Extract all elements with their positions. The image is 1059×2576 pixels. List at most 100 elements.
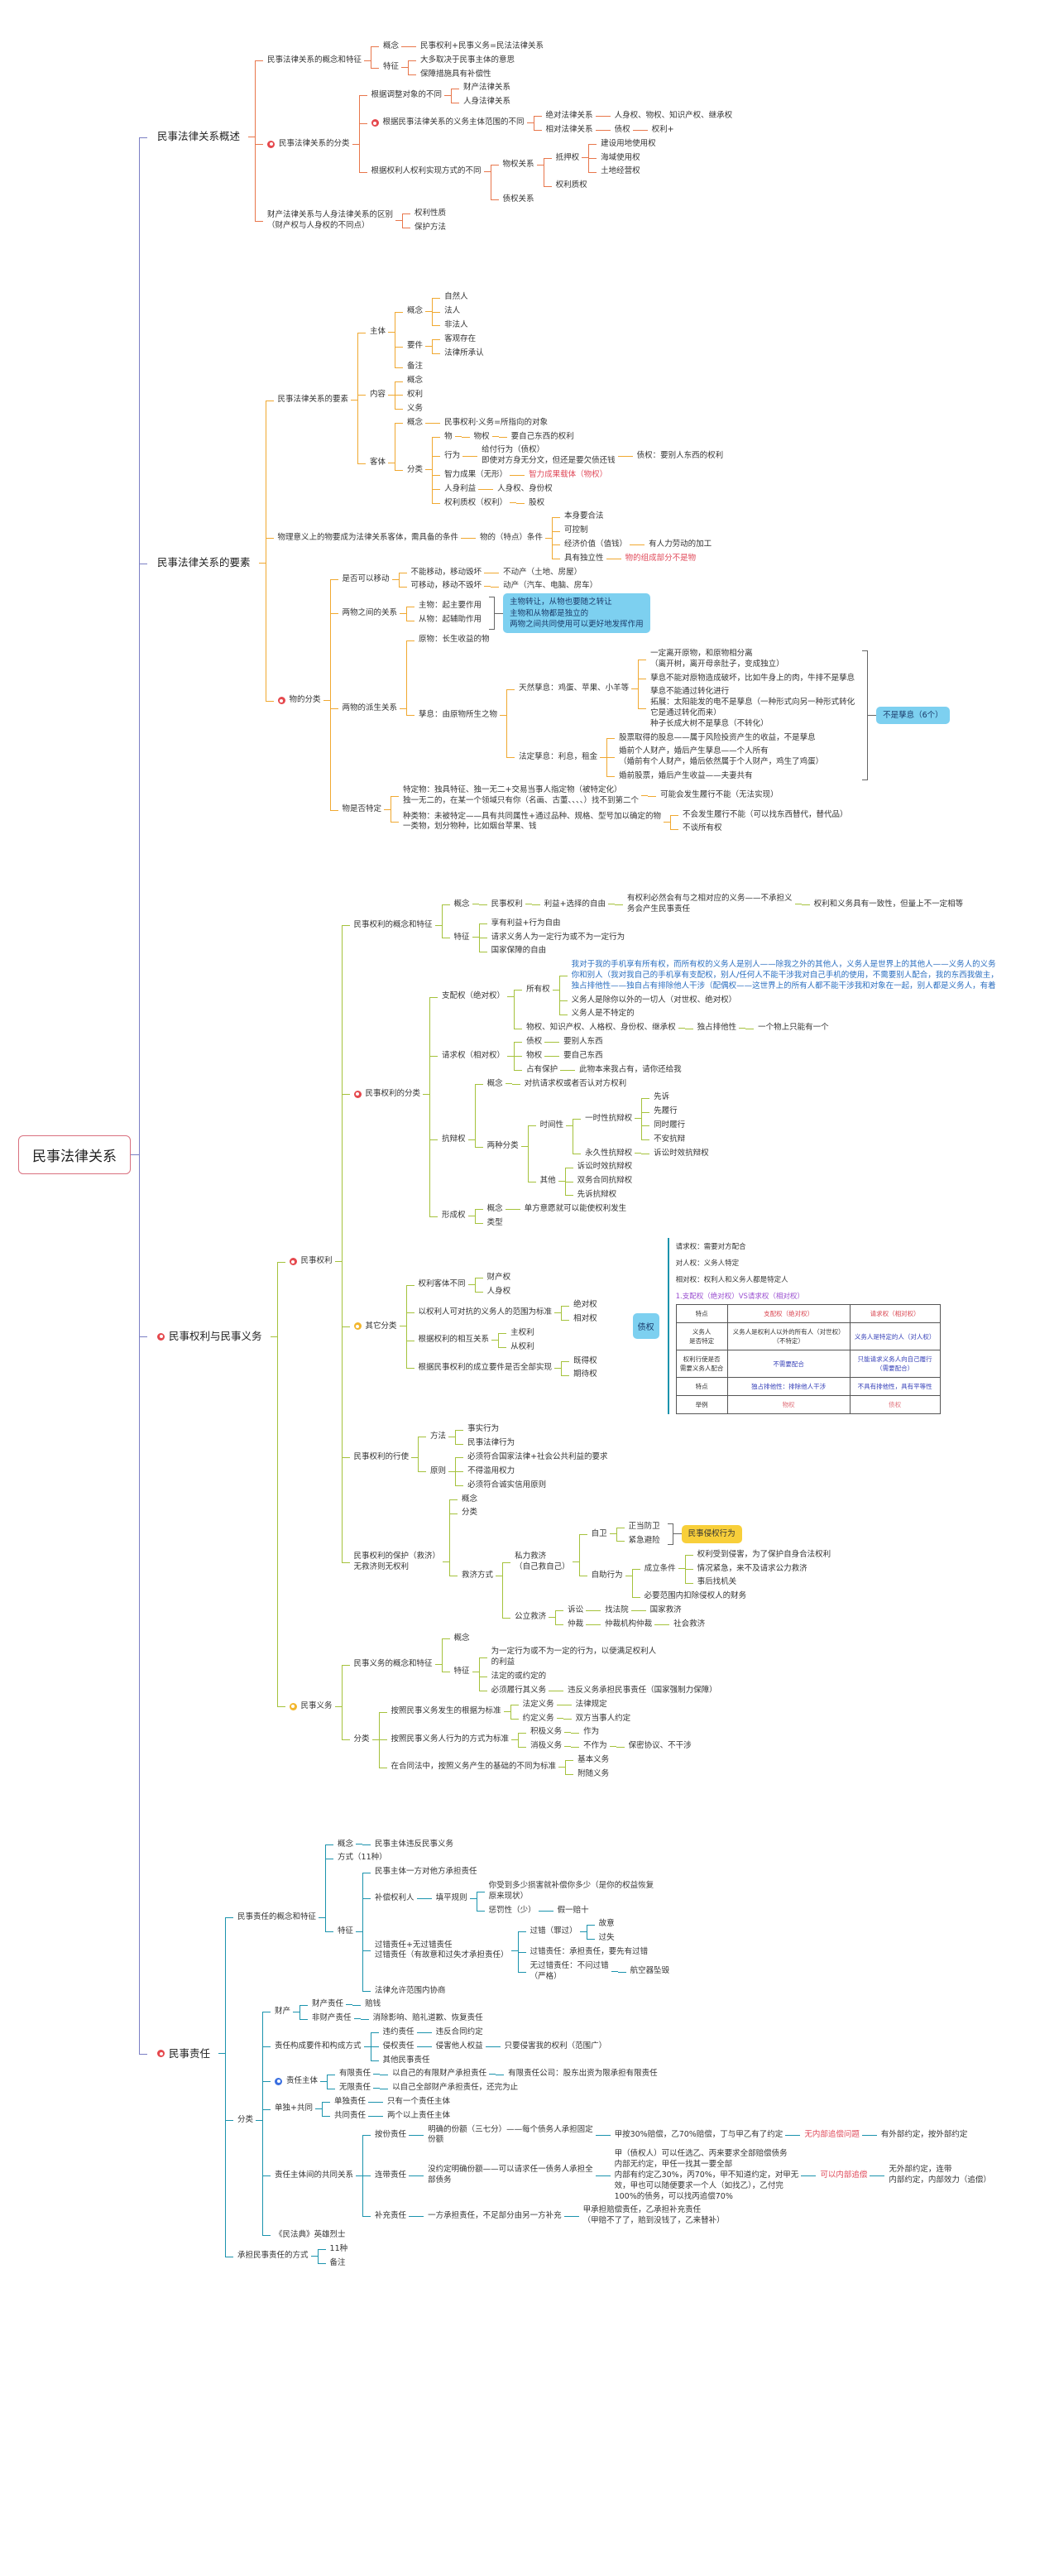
mindmap-node-label[interactable]: 单独+共同 [272, 2102, 315, 2116]
mindmap-node-label[interactable]: 债权：要别人东西的权利 [635, 449, 726, 463]
mindmap-node-label[interactable]: 过错责任：承担责任，要先有过错 [528, 1945, 651, 1960]
mindmap-node-label[interactable]: 不动产（土地、房屋） [501, 566, 584, 580]
mindmap-node-label[interactable]: 诉讼时效抗辩权 [575, 1160, 635, 1174]
mindmap-node-label[interactable]: 法律允许范围内协商 [372, 1984, 448, 1998]
mindmap-node-label[interactable]: 人身利益 [442, 482, 478, 496]
mindmap-node-label[interactable]: 特征 [452, 1665, 472, 1679]
mindmap-node-label[interactable]: 双方当事人约定 [573, 1712, 634, 1726]
mindmap-node-label[interactable]: 有限责任公司：股东出资为限承担有限责任 [506, 2067, 660, 2081]
mindmap-node-label[interactable]: 形成权 [439, 1209, 468, 1223]
mindmap-node-label[interactable]: 必要范围内扣除侵权人的财务 [642, 1590, 750, 1604]
mindmap-node-label[interactable]: 类型 [485, 1216, 506, 1230]
mindmap-node-label[interactable]: 概念 [485, 1202, 506, 1216]
mindmap-node-label[interactable]: 绝对权 [571, 1298, 600, 1312]
mindmap-node-label[interactable]: 物的组成部分不是物 [623, 552, 699, 566]
mindmap-node-label[interactable]: 物理意义上的物要成为法律关系客体，需具备的条件 [276, 531, 462, 545]
mindmap-node-label[interactable]: 分类 [235, 2113, 256, 2127]
mindmap-node-label[interactable]: 物的分类 [276, 693, 323, 708]
mindmap-node-label[interactable]: 同时履行 [651, 1119, 688, 1133]
mindmap-node-label[interactable]: 不作为 [581, 1739, 610, 1753]
mindmap-node-label[interactable]: 只要侵害我的权利（范围广） [502, 2040, 610, 2054]
mindmap-node-label[interactable]: 假一赔十 [555, 1904, 592, 1918]
mindmap-node-label[interactable]: 财产法律关系与人身法律关系的区别 （财产权与人身权的不同点） [265, 209, 395, 233]
mindmap-node-label[interactable]: 民事责任 [149, 2044, 218, 2065]
mindmap-node-label[interactable]: 一个物上只能有一个 [755, 1021, 831, 1035]
mindmap-node-label[interactable]: 不安抗辩 [651, 1133, 688, 1147]
mindmap-node-label[interactable]: 找法院 [602, 1604, 631, 1618]
mindmap-node-label[interactable]: 建设用地使用权 [598, 137, 659, 151]
mindmap-node-label[interactable]: 备注 [328, 2257, 348, 2271]
mindmap-node-label[interactable]: 救济方式 [459, 1569, 496, 1583]
mindmap-node-label[interactable]: 从物：起辅助作用 [416, 613, 484, 627]
mindmap-node-label[interactable]: 违反合同约定 [434, 2026, 486, 2040]
mindmap-node-label[interactable]: 法定义务 [520, 1698, 557, 1712]
mindmap-node-label[interactable]: 法人 [442, 305, 462, 319]
mindmap-node-label[interactable]: 无限责任 [337, 2081, 373, 2095]
mindmap-node-label[interactable]: 补充责任 [372, 2209, 409, 2223]
mindmap-node-label[interactable]: 积极义务 [528, 1725, 564, 1739]
mindmap-node-label[interactable]: 股权 [526, 496, 547, 511]
mindmap-node-label[interactable]: 按照民事义务人行为的方式为标准 [389, 1733, 512, 1747]
mindmap-node-label[interactable]: 要件 [405, 339, 425, 353]
mindmap-node-label[interactable]: 主权利 [508, 1326, 537, 1341]
mindmap-node-label[interactable]: 有人力劳动的加工 [646, 538, 714, 552]
mindmap-node-label[interactable]: 明确的份额（三七分）——每个债务人承担固定 份额 [425, 2123, 596, 2148]
mindmap-node-label[interactable]: 物的（特点）条件 [477, 531, 545, 545]
mindmap-node-label[interactable]: 期待权 [571, 1368, 600, 1382]
mindmap-node-label[interactable]: 民事权利+民事义务=民法法律关系 [418, 40, 546, 54]
mindmap-node-label[interactable]: 法律规定 [573, 1698, 610, 1712]
mindmap-node-label[interactable]: 只有一个责任主体 [385, 2095, 453, 2109]
mindmap-node-label[interactable]: 给付行为（债权） 即使对方身无分文，但还是要欠债还钱 [479, 444, 618, 468]
mindmap-node-label[interactable]: 原物：长生收益的物 [416, 633, 492, 647]
mindmap-node-label[interactable]: 无外部约定，连带 内部约定，内部效力（追偿） [886, 2163, 994, 2188]
mindmap-node-label[interactable]: 民事权利的行使 [352, 1451, 412, 1465]
mindmap-node-label[interactable]: 原则 [428, 1465, 448, 1479]
mindmap-node-label[interactable]: 不能移动，移动毁坏 [409, 566, 485, 580]
mindmap-node-label[interactable]: 民事法律关系的要素 [276, 393, 352, 407]
mindmap-node-label[interactable]: 概念 [335, 1838, 356, 1852]
mindmap-node-label[interactable]: 大多取决于民事主体的意思 [418, 54, 517, 68]
note-title[interactable]: 债权 [632, 1313, 659, 1340]
mindmap-node-label[interactable]: 权利性质 [412, 207, 448, 221]
mindmap-node-label[interactable]: 你受到多少损害就补偿你多少（是你的权益恢复 原来现状） [486, 1879, 657, 1904]
mindmap-node-label[interactable]: 义务人是不特定的 [569, 1007, 637, 1021]
mindmap-node-label[interactable]: 两物的派生关系 [340, 702, 400, 716]
summary-box[interactable]: 民事侵权行为 [681, 1525, 742, 1543]
mindmap-node-label[interactable]: 特征 [335, 1925, 356, 1939]
mindmap-node-label[interactable]: 两种分类 [485, 1139, 521, 1154]
mindmap-node-label[interactable]: 公立救济 [512, 1610, 549, 1624]
mindmap-node-label[interactable]: 主物：起主要作用 [416, 599, 484, 613]
mindmap-node-label[interactable]: 民事权利的分类 [352, 1087, 424, 1101]
mindmap-node-label[interactable]: 保密协议、不干涉 [626, 1739, 694, 1753]
mindmap-node-label[interactable]: 按照民事义务发生的根据为标准 [389, 1705, 504, 1719]
mindmap-node-label[interactable]: 民事法律行为 [465, 1437, 517, 1451]
mindmap-node-label[interactable]: 义务 [405, 402, 425, 416]
mindmap-node-label[interactable]: 国家救济 [648, 1604, 684, 1618]
mindmap-node-label[interactable]: 概念 [381, 40, 401, 54]
mindmap-node-label[interactable]: 可能会发生履行不能（无法实现） [658, 789, 781, 803]
mindmap-node-label[interactable]: 权利+ [649, 123, 677, 137]
mindmap-node-label[interactable]: 概念 [452, 898, 472, 912]
mindmap-node-label[interactable]: 根据民事权利的成立要件是否全部实现 [416, 1361, 555, 1375]
mindmap-node-label[interactable]: 一时性抗辩权 [582, 1112, 635, 1126]
mindmap-node-label[interactable]: 必须符合国家法律+社会公共利益的要求 [465, 1451, 610, 1465]
mindmap-node-label[interactable]: 方法 [428, 1430, 448, 1444]
mindmap-node-label[interactable]: 独占排他性 [695, 1021, 740, 1035]
mindmap-node-label[interactable]: 违反义务承担民事责任（国家强制力保障） [565, 1684, 720, 1698]
mindmap-node-label[interactable]: 无过错责任：不问过错 （严格） [528, 1960, 611, 1984]
mindmap-node-label[interactable]: 本身要合法 [562, 510, 606, 524]
mindmap-node-label[interactable]: 诉讼时效抗辩权 [651, 1147, 712, 1161]
mindmap-node-label[interactable]: 甲承担赔偿责任，乙承担补充责任 （甲赔不了了，赔到没钱了，乙来替补） [581, 2204, 727, 2228]
summary-box[interactable]: 不是孳息（6个） [876, 706, 950, 725]
mindmap-node-label[interactable]: 先诉抗辩权 [575, 1188, 620, 1202]
mindmap-node-label[interactable]: 侵权责任 [381, 2040, 417, 2054]
mindmap-node-label[interactable]: 相对权 [571, 1312, 600, 1326]
mindmap-node-label[interactable]: 民事权利的保护（救济） 无救济则无权利 [352, 1550, 443, 1575]
mindmap-node-label[interactable]: 非法人 [442, 319, 471, 333]
mindmap-node-label[interactable]: 情况紧急，来不及请求公力救济 [695, 1562, 810, 1576]
mindmap-node-label[interactable]: 财产法律关系 [461, 81, 513, 95]
mindmap-node-label[interactable]: 单方意愿就可以能使权利发生 [522, 1202, 630, 1216]
mindmap-node-label[interactable]: 没约定明确份额——可以请求任一债务人承担全 部债务 [425, 2163, 596, 2188]
mindmap-node-label[interactable]: 民事责任的概念和特征 [235, 1911, 319, 1925]
mindmap-node-label[interactable]: 婚前个人财产，婚后产生孳息——个人所有 （婚前有个人财产，婚后依然属于个人财产，… [616, 745, 826, 770]
